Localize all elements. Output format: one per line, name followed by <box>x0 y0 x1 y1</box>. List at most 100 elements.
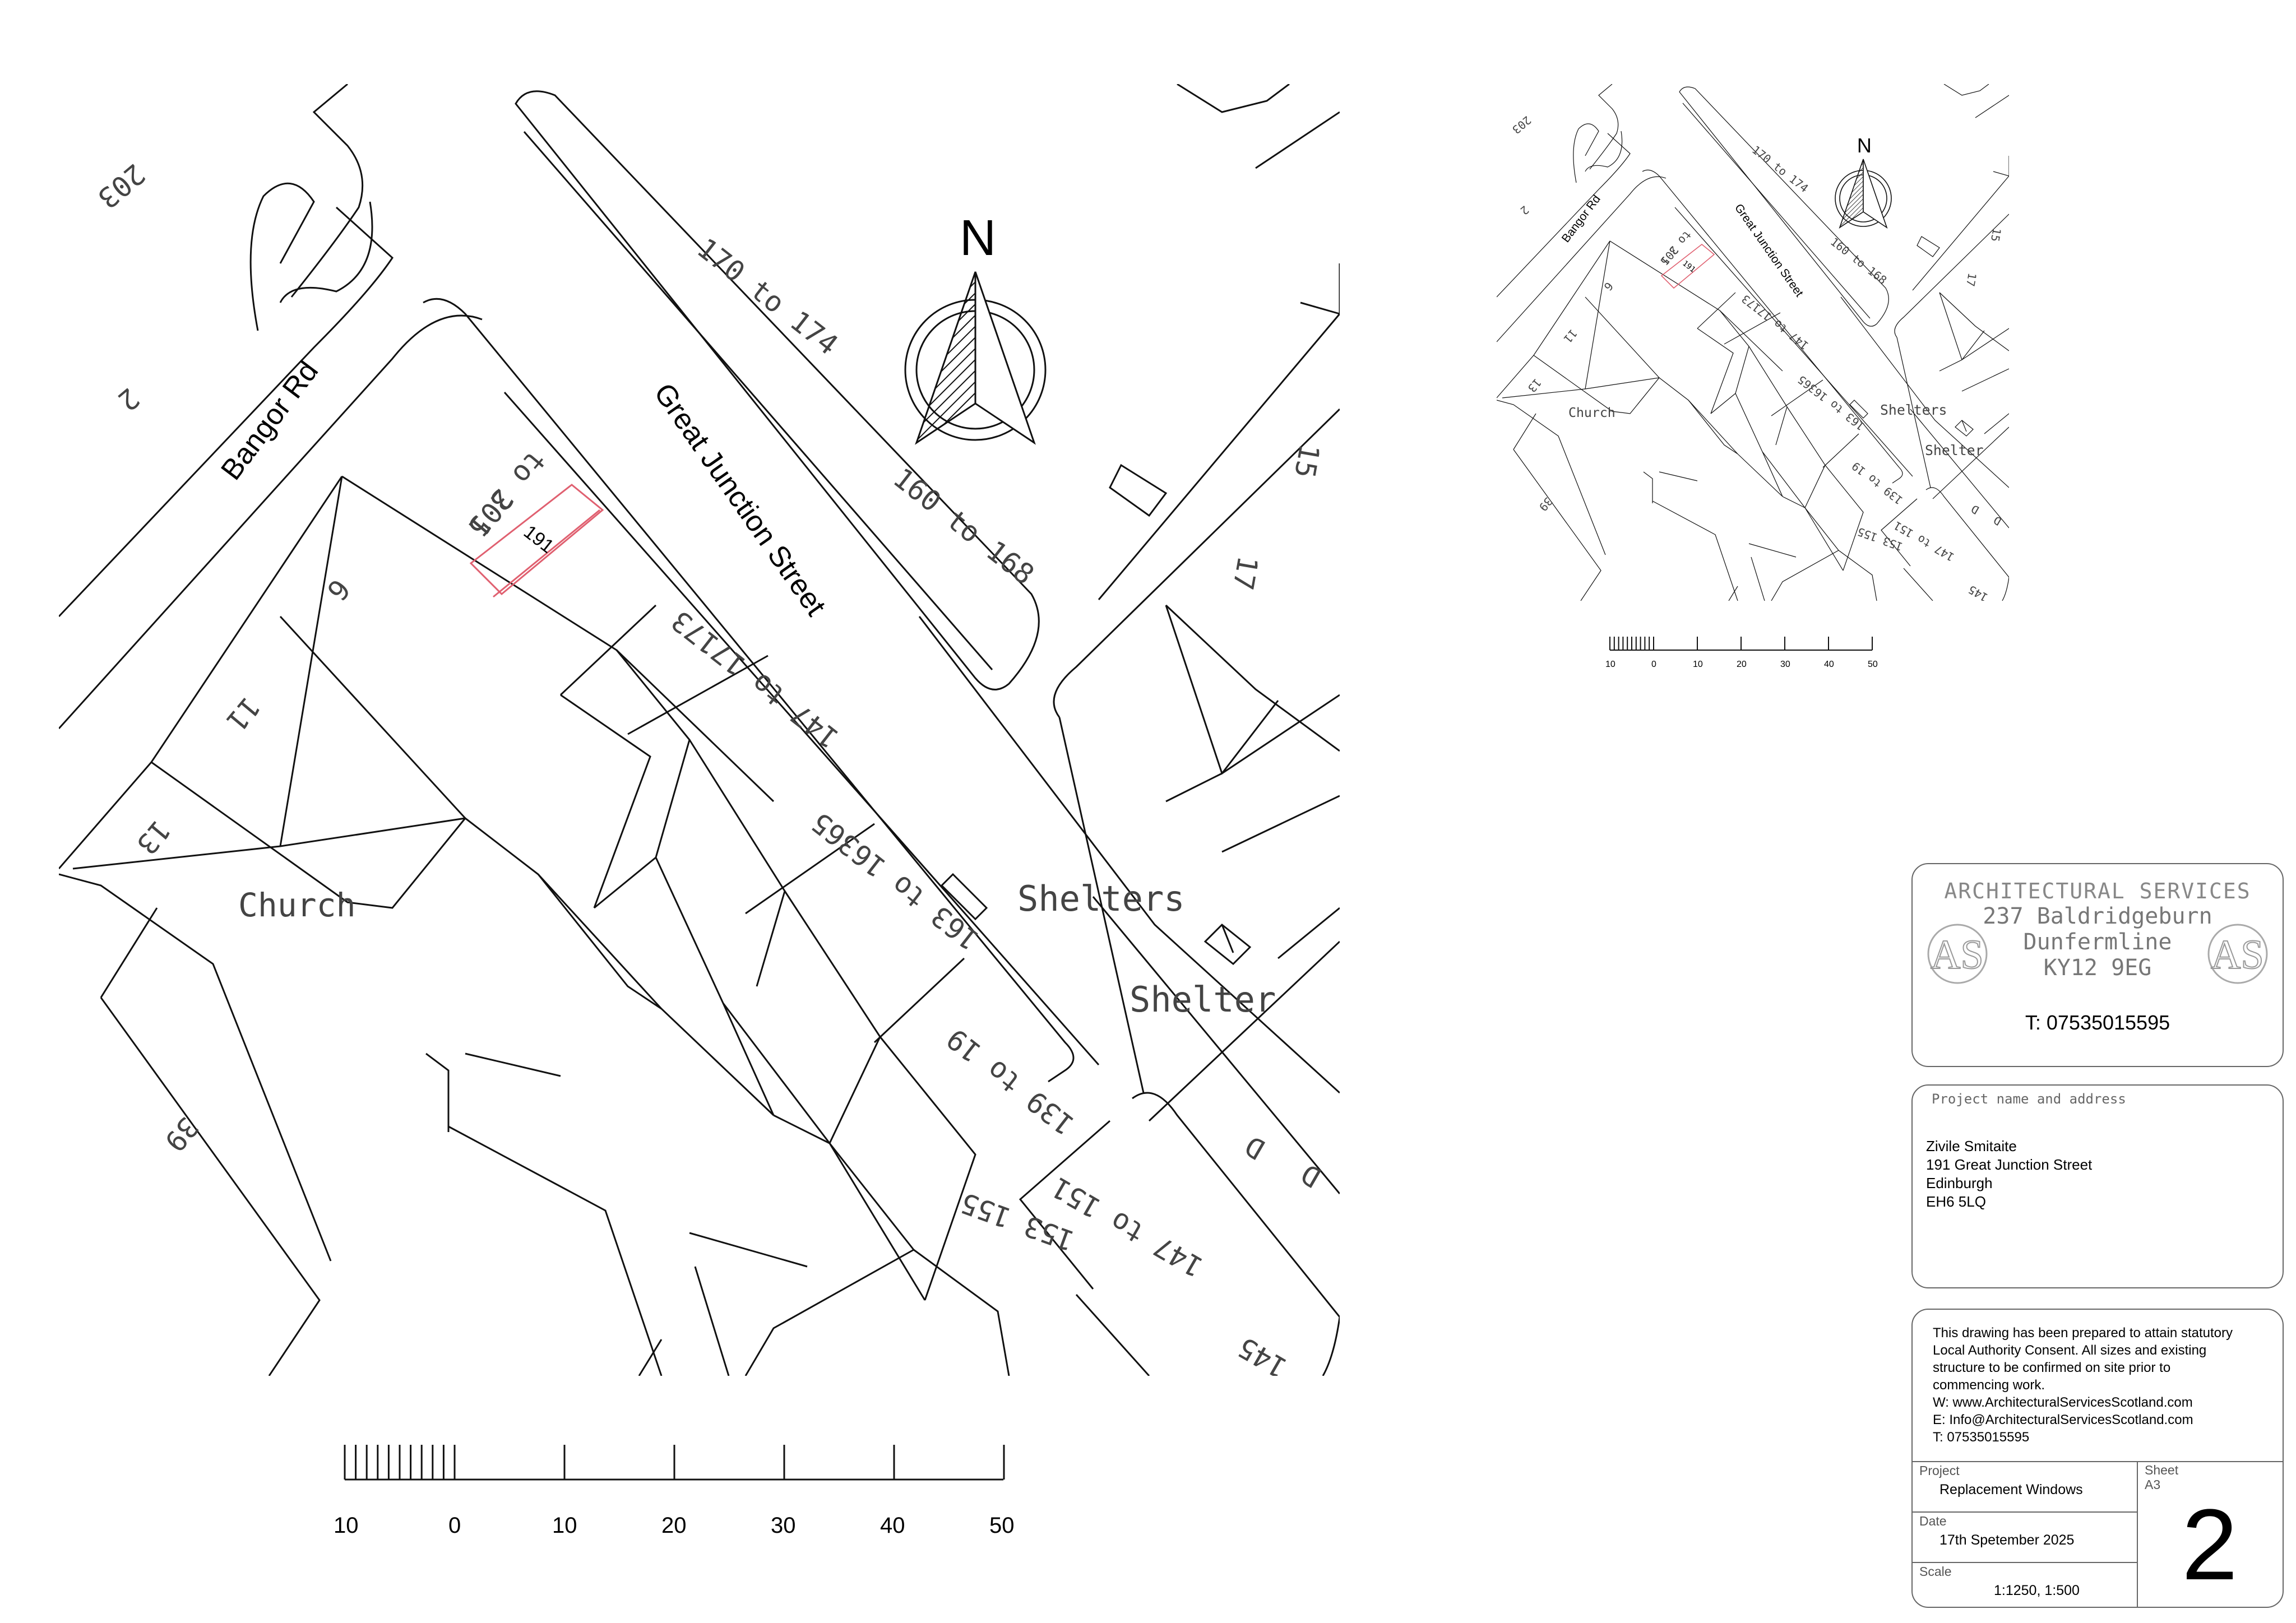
site-map-main: Bangor Rd Great Junction Street 203 2 17… <box>59 84 1340 1384</box>
client-city: Edinburgh <box>1926 1175 1993 1191</box>
sheet-number: 2 <box>2182 1488 2238 1601</box>
inset-plot-label: 145 <box>1966 583 1990 605</box>
inset-plot-label: 147 to 17173 <box>1739 292 1811 353</box>
sheet-label: Sheet <box>2145 1463 2179 1477</box>
svg-text:AS: AS <box>2211 932 2264 978</box>
sheet-cell: Sheet A3 2 <box>2138 1462 2283 1607</box>
plot-label: 145 <box>1233 1330 1293 1384</box>
scale-value: 1:1250, 1:500 <box>1994 1583 2080 1598</box>
plot-label: 160 to 168 <box>887 462 1040 591</box>
inset-plot-label: D <box>1991 513 2003 528</box>
company-phone: T: 07535015595 <box>2025 1011 2170 1034</box>
inset-plot-label-church: Church <box>1568 405 1615 420</box>
plot-label: 147 to 17173 <box>665 604 845 754</box>
plot-label: 139 to 19 <box>941 1022 1080 1142</box>
inset-scale-tick-label: 30 <box>1780 660 1790 669</box>
inset-north-label: N <box>1857 134 1872 157</box>
scale-tick-label: 40 <box>880 1513 905 1538</box>
road-label-bangor-rd: Bangor Rd <box>215 355 325 486</box>
inset-plot-label: 2 <box>1518 203 1532 217</box>
scale-tick-label: 30 <box>771 1513 796 1538</box>
plot-label: 203 <box>91 157 151 215</box>
inset-road-label-bangor-rd: Bangor Rd <box>1559 193 1603 245</box>
inset-plot-label-191: 191 <box>1681 259 1697 275</box>
contact-phone: T: 07535015595 <box>1933 1430 2030 1445</box>
company-logo-icon: AS <box>2207 924 2268 984</box>
inset-scale-tick-label: 40 <box>1824 660 1834 669</box>
client-name: Zivile Smitaite <box>1926 1138 2017 1154</box>
inset-plot-label-shelter: Shelter <box>1925 442 1984 458</box>
inset-plot-label: 139 to 19 <box>1849 459 1905 507</box>
company-logo-icon: AS <box>1927 924 1988 984</box>
disclaimer-line: structure to be confirmed on site prior … <box>1933 1360 2171 1375</box>
inset-plot-label: 39 <box>1536 495 1556 514</box>
north-label: N <box>960 210 996 266</box>
north-arrow-icon: N <box>904 210 1047 445</box>
plot-label-shelters: Shelters <box>1017 878 1185 919</box>
disclaimer-line: commencing work. <box>1933 1378 2045 1393</box>
plot-label-shelter: Shelter <box>1130 979 1276 1020</box>
client-street: 191 Great Junction Street <box>1926 1156 2093 1173</box>
inset-plot-label: 163 to 16365 <box>1795 373 1867 433</box>
inset-plot-label: 13 <box>1525 376 1544 395</box>
project-value: Replacement Windows <box>1939 1482 2083 1497</box>
inset-plot-label: D <box>1969 502 1981 517</box>
scale-tick-label: 50 <box>989 1513 1015 1538</box>
project-box-header: Project name and address <box>1932 1091 2126 1107</box>
plot-label: 39 <box>158 1111 205 1157</box>
plot-label: 17 <box>1226 554 1265 592</box>
contact-email: E: Info@ArchitecturalServicesScotland.co… <box>1933 1412 2193 1427</box>
scale-cell: Scale 1:1250, 1:500 <box>1913 1563 2137 1607</box>
inset-plot-label: 203 <box>1510 113 1534 137</box>
date-cell: Date 17th Spetember 2025 <box>1913 1513 2137 1563</box>
company-name: ARCHITECTURAL SERVICES <box>1944 879 2251 903</box>
scale-bar-main <box>344 1445 1005 1481</box>
disclaimer-line: Local Authority Consent. All sizes and e… <box>1933 1343 2207 1358</box>
inset-plot-label: 170 to 174 <box>1749 143 1811 195</box>
scale-tick-label: 0 <box>448 1513 461 1538</box>
company-postcode: KY12 9EG <box>2043 955 2152 981</box>
plot-label: D <box>1239 1129 1270 1166</box>
inset-scale-tick-label: 50 <box>1868 660 1878 669</box>
scale-tick-label: 10 <box>334 1513 359 1538</box>
scale-tick-label: 10 <box>552 1513 577 1538</box>
site-plot-191-outline <box>469 484 604 598</box>
inset-scale-tick-label: 20 <box>1737 660 1747 669</box>
scale-bar-inset <box>1609 637 1873 651</box>
inset-plot-label-shelters: Shelters <box>1880 402 1947 418</box>
plot-label-church: Church <box>238 886 356 924</box>
inset-plot-label: 17 <box>1964 272 1979 287</box>
project-label: Project <box>1919 1463 1960 1478</box>
svg-text:AS: AS <box>1931 932 1984 978</box>
date-value: 17th Spetember 2025 <box>1939 1532 2075 1548</box>
title-block: This drawing has been prepared to attain… <box>1911 1309 2284 1608</box>
inset-north-arrow-icon: N <box>1835 134 1892 229</box>
inset-scale-tick-label: 0 <box>1651 660 1656 669</box>
inset-plot-label: 160 to 168 <box>1828 235 1890 287</box>
plot-label: 15 <box>1288 442 1326 480</box>
company-address-line2: Dunfermline <box>2023 929 2172 955</box>
scale-tick-label: 20 <box>661 1513 687 1538</box>
inset-plot-label: 15 <box>1988 227 2004 243</box>
plot-label: 170 to 174 <box>691 232 844 361</box>
plot-label: 163 to 16365 <box>806 806 985 956</box>
plot-label: 2 <box>112 382 145 418</box>
client-postcode: EH6 5LQ <box>1926 1193 1986 1210</box>
inset-scale-tick-label: 10 <box>1693 660 1703 669</box>
company-address-line1: 237 Baldridgeburn <box>1983 903 2212 929</box>
project-address-box: Project name and address Zivile Smitaite… <box>1911 1084 2284 1288</box>
company-box: ARCHITECTURAL SERVICES 237 Baldridgeburn… <box>1911 863 2284 1067</box>
plot-label: D <box>1295 1157 1326 1194</box>
plot-label: 13 <box>130 814 177 860</box>
site-map-inset: Bangor Rd Great Junction Street 203 2 17… <box>1497 84 2010 605</box>
inset-plot-label: 11 <box>1561 327 1580 346</box>
inset-scale-tick-label: 10 <box>1605 660 1615 669</box>
plot-label: 11 <box>220 690 266 737</box>
disclaimer-line: This drawing has been prepared to attain… <box>1933 1325 2233 1341</box>
date-label: Date <box>1919 1514 1947 1528</box>
contact-web: W: www.ArchitecturalServicesScotland.com <box>1933 1395 2193 1410</box>
sheet-size: A3 <box>2145 1477 2161 1492</box>
scale-label: Scale <box>1919 1564 1952 1579</box>
project-cell: Project Replacement Windows <box>1913 1462 2137 1513</box>
